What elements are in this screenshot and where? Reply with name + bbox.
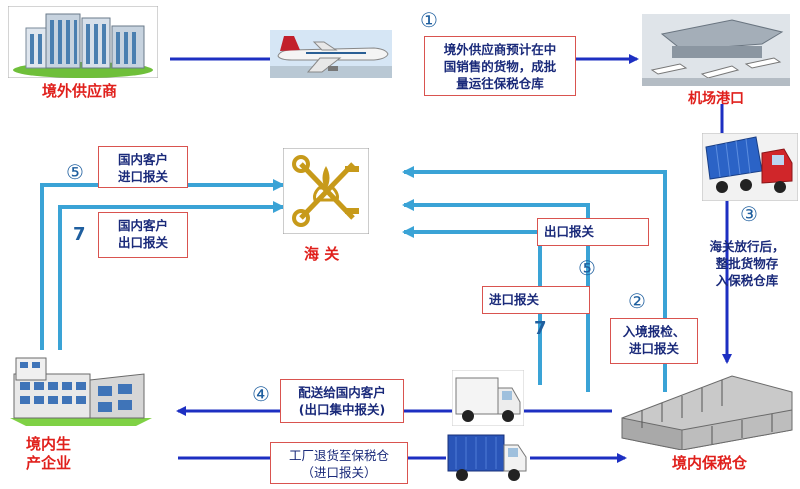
arrow-enterprise-to-customs-7 bbox=[58, 201, 285, 350]
step-5-line-1: 国内客户 bbox=[117, 152, 168, 167]
step-2-description: 入境报检、 进口报关 bbox=[610, 318, 698, 364]
step-1-number: ① bbox=[420, 8, 438, 32]
step-5-number: ⑤ bbox=[66, 160, 84, 184]
airport-label: 机场港口 bbox=[688, 91, 744, 107]
step-1-description: 境外供应商预计在中 国销售的货物，成批 量运往保税仓库 bbox=[424, 36, 576, 96]
step-5b-number: ⑤ bbox=[578, 256, 596, 280]
overseas-supplier-building-icon bbox=[8, 6, 158, 78]
step-1-line-3: 量运往保税仓库 bbox=[456, 76, 544, 91]
step-4-description: 配送给国内客户 (出口集中报关) bbox=[280, 379, 404, 423]
step-7-line-1: 国内客户 bbox=[117, 218, 168, 233]
customs-label: 海 关 bbox=[304, 245, 340, 263]
step-2-number: ② bbox=[628, 289, 646, 313]
step-3-number: ③ bbox=[740, 202, 758, 226]
airplane-icon bbox=[270, 30, 392, 78]
step-7-line-2: 出口报关 bbox=[117, 235, 168, 250]
step-5-line-2: 进口报关 bbox=[117, 169, 168, 184]
bonded-warehouse-label: 境内保税仓 bbox=[672, 454, 748, 472]
domestic-enterprise-building-icon bbox=[10, 357, 152, 426]
step-3-line-3: 入保税仓库 bbox=[715, 273, 779, 288]
step-4-number: ④ bbox=[252, 382, 270, 406]
return-to-warehouse-description: 工厂退货至保税仓 （进口报关） bbox=[270, 442, 408, 484]
arrow-warehouse-to-customs-export bbox=[402, 199, 590, 392]
customs-emblem-icon bbox=[283, 148, 369, 234]
export-declaration-text: 出口报关 bbox=[544, 224, 595, 239]
return-line-1: 工厂退货至保税仓 bbox=[288, 448, 389, 463]
airport-icon bbox=[642, 14, 790, 86]
arrow-enterprise-to-customs-5 bbox=[40, 179, 285, 350]
step-3-description: 海关放行后， 整批货物存 入保税仓库 bbox=[697, 238, 797, 289]
step-7-number: 7 bbox=[73, 224, 86, 245]
step-7b-number: 7 bbox=[534, 318, 547, 339]
bonded-warehouse-building-icon bbox=[621, 375, 793, 450]
step-5-description: 国内客户 进口报关 bbox=[98, 146, 188, 188]
step-2-line-1: 入境报检、 bbox=[622, 324, 686, 339]
blue-truck-icon bbox=[446, 431, 530, 483]
import-declaration-text: 进口报关 bbox=[489, 292, 540, 307]
step-4-line-2: (出口集中报关) bbox=[298, 402, 386, 417]
step-2-line-2: 进口报关 bbox=[628, 341, 679, 356]
container-truck-icon bbox=[702, 133, 798, 201]
overseas-supplier-label: 境外供应商 bbox=[42, 82, 118, 100]
step-7-description: 国内客户 出口报关 bbox=[98, 212, 188, 258]
step-3-line-1: 海关放行后， bbox=[709, 239, 785, 254]
return-line-2: （进口报关） bbox=[301, 465, 377, 480]
step-1-line-1: 境外供应商预计在中 bbox=[443, 42, 557, 57]
export-declaration-label: 出口报关 bbox=[537, 218, 649, 246]
step-3-line-2: 整批货物存 bbox=[715, 256, 779, 271]
domestic-enterprise-label-line1: 境内生 bbox=[26, 435, 72, 453]
step-4-line-1: 配送给国内客户 bbox=[298, 385, 386, 400]
step-1-line-2: 国销售的货物，成批 bbox=[443, 59, 557, 74]
white-van-icon bbox=[452, 370, 524, 426]
import-declaration-label: 进口报关 bbox=[482, 286, 590, 314]
domestic-enterprise-label-line2: 产企业 bbox=[26, 454, 72, 472]
